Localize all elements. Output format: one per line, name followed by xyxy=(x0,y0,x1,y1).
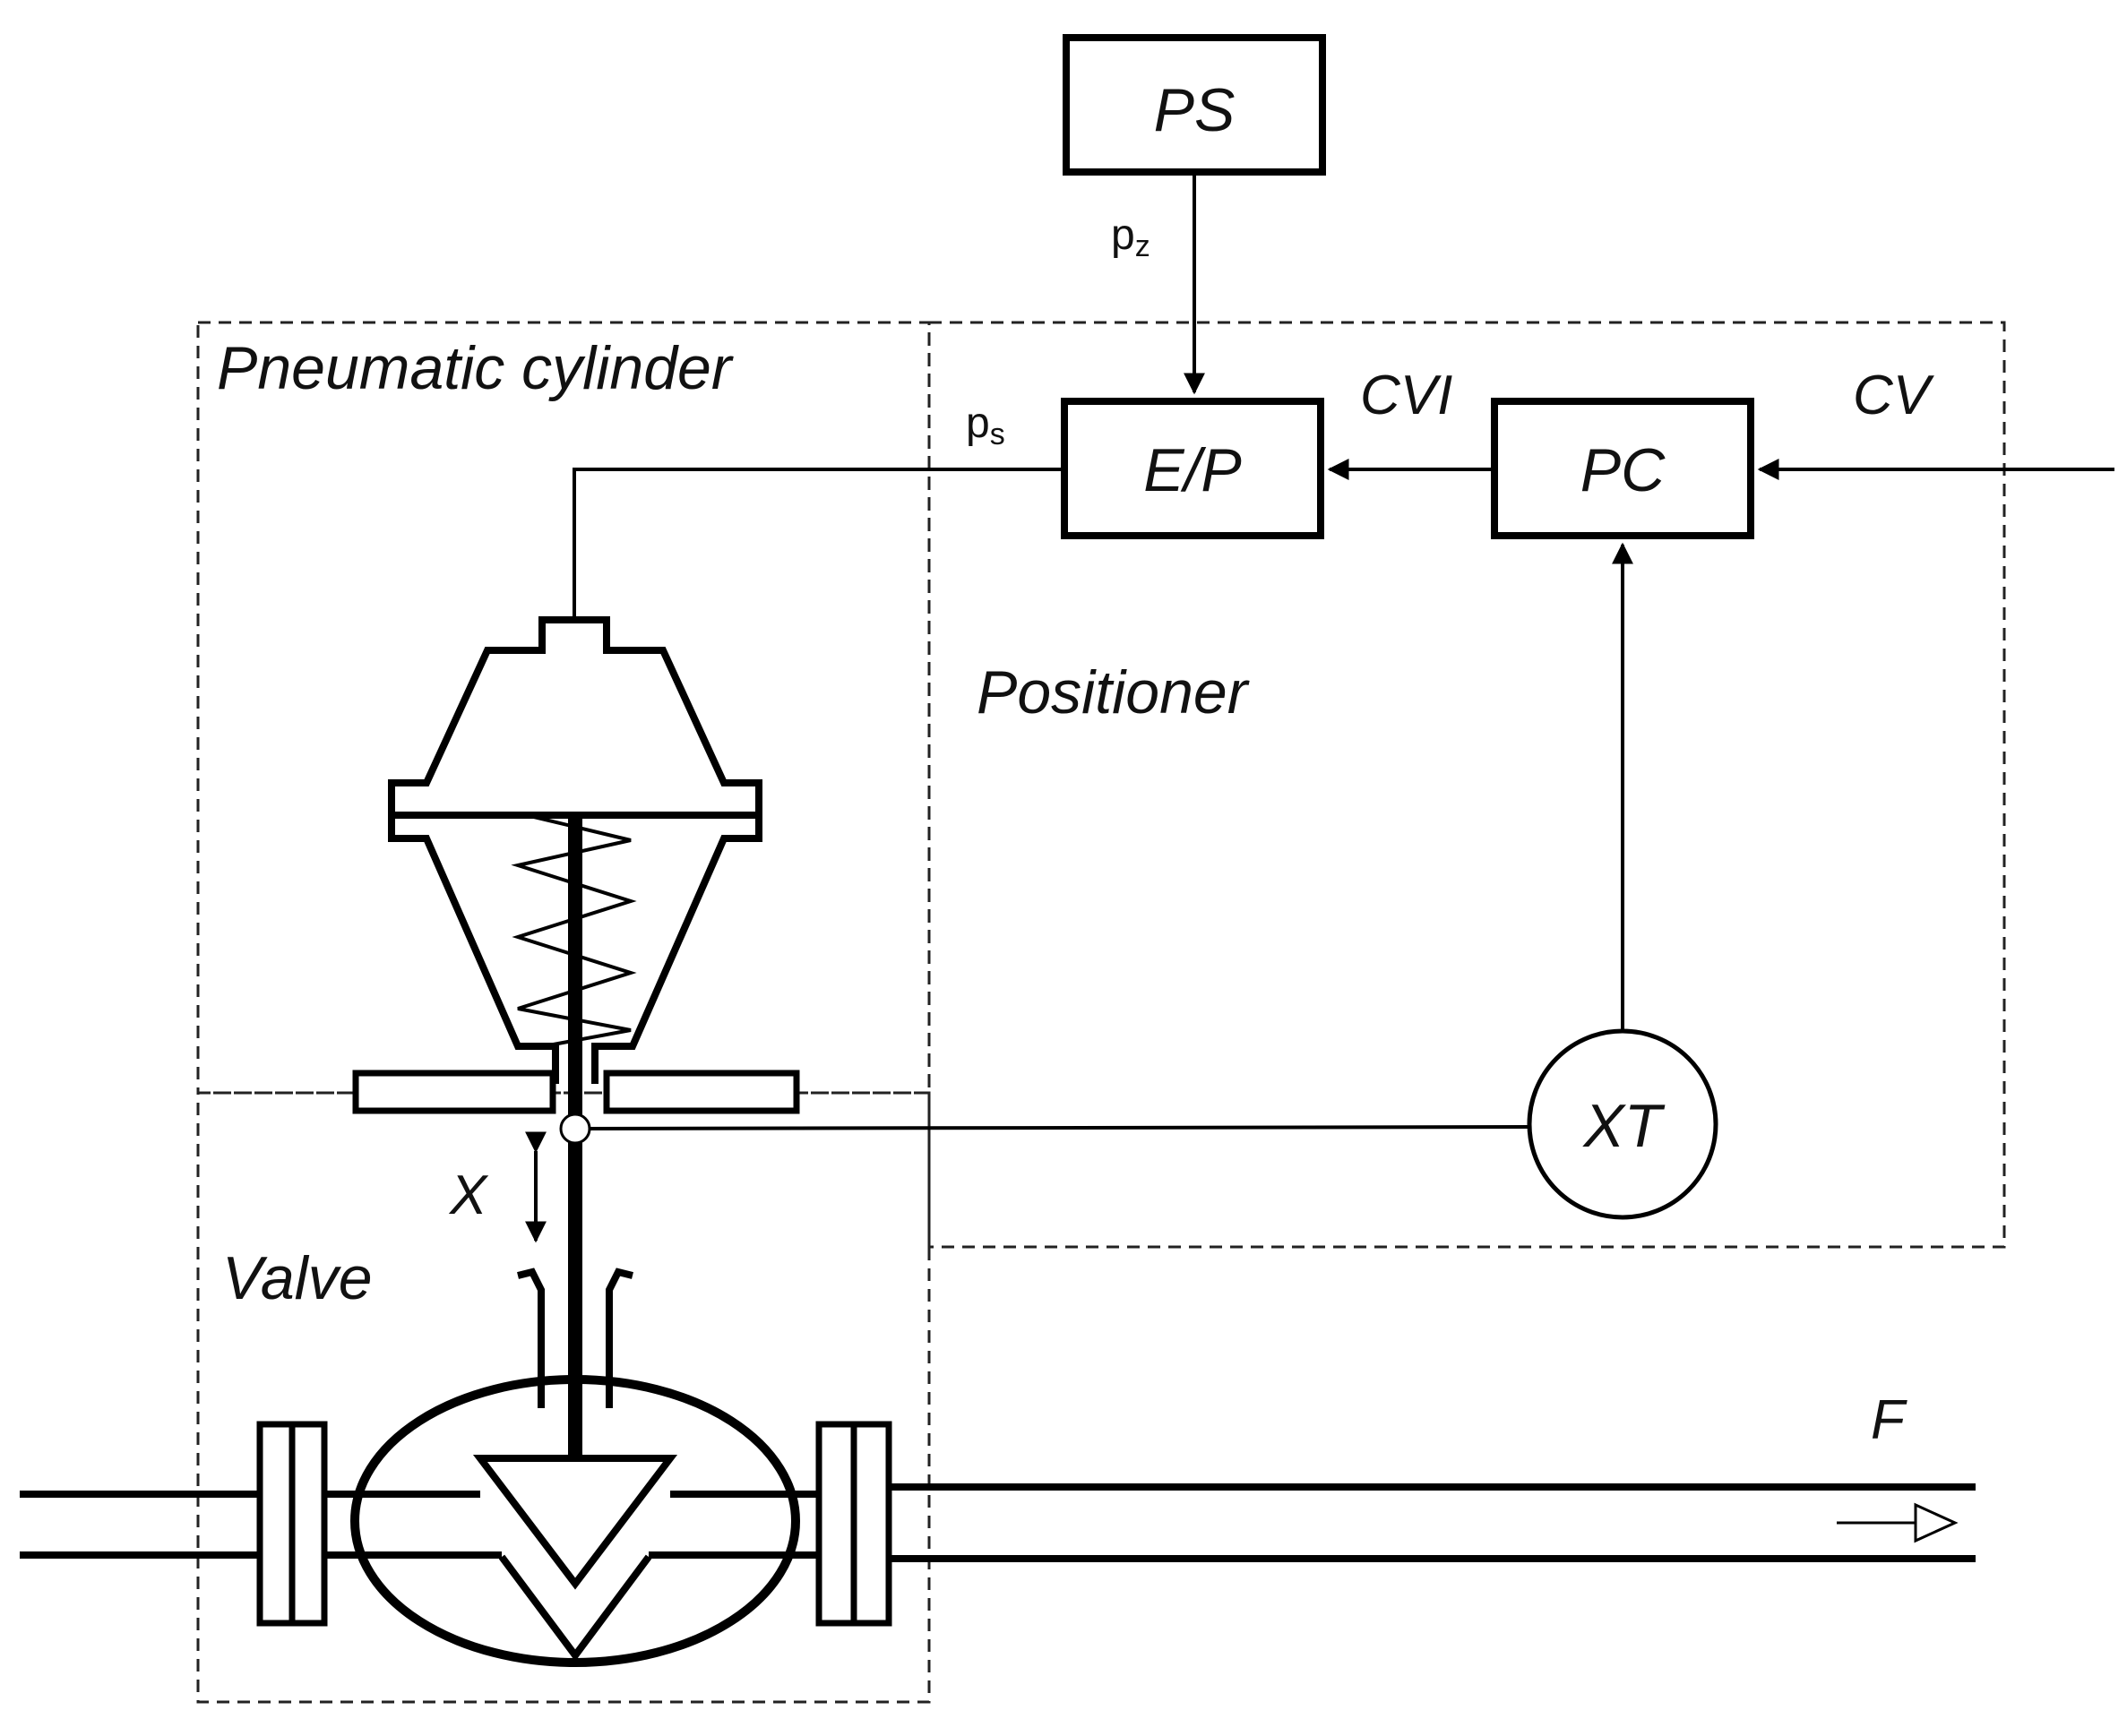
ps-label: ps xyxy=(966,400,1005,451)
pz-label: pz xyxy=(1111,211,1150,263)
ps-block xyxy=(1063,34,1326,176)
valve-label: Valve xyxy=(222,1244,373,1312)
positioner-region xyxy=(927,321,2006,1249)
valve-body xyxy=(350,1375,800,1667)
actuator-lower-cone xyxy=(388,815,762,1084)
actuator-housing xyxy=(388,616,762,819)
yoke-plate-left xyxy=(352,1070,556,1114)
pneumatic-cylinder-region xyxy=(196,321,931,1095)
xt-label: XT xyxy=(1582,1092,1666,1160)
ps-block-label: PS xyxy=(1154,76,1236,144)
valve-region xyxy=(196,1091,931,1704)
flow-label: F xyxy=(1871,1389,1907,1451)
ep-block-label: E/P xyxy=(1143,436,1242,504)
valve-seat xyxy=(498,1554,652,1662)
positioner-label: Positioner xyxy=(977,658,1250,726)
spring xyxy=(511,815,637,1050)
valve-bonnet xyxy=(517,1268,633,1408)
stem-position-point xyxy=(559,1113,591,1145)
ps-line xyxy=(573,468,1064,620)
flow-arrow-head xyxy=(1914,1502,1959,1543)
yoke-plate-right xyxy=(603,1070,800,1114)
xt-transmitter xyxy=(1527,1028,1718,1220)
valve-plug xyxy=(472,1455,678,1590)
pneumatic-cylinder-label: Pneumatic cylinder xyxy=(217,334,734,402)
pipe xyxy=(20,1483,1976,1562)
region-boxes xyxy=(196,321,2006,1704)
x-label: X xyxy=(448,1164,489,1226)
pc-block-label: PC xyxy=(1580,436,1666,504)
cv-label: CV xyxy=(1853,365,1935,426)
cvi-label: CVI xyxy=(1360,365,1452,426)
pc-block xyxy=(1491,398,1754,539)
position-sensing-line xyxy=(583,1125,1530,1130)
actuator xyxy=(388,616,762,1084)
flange-right xyxy=(815,1421,892,1627)
flange-left xyxy=(256,1421,328,1627)
